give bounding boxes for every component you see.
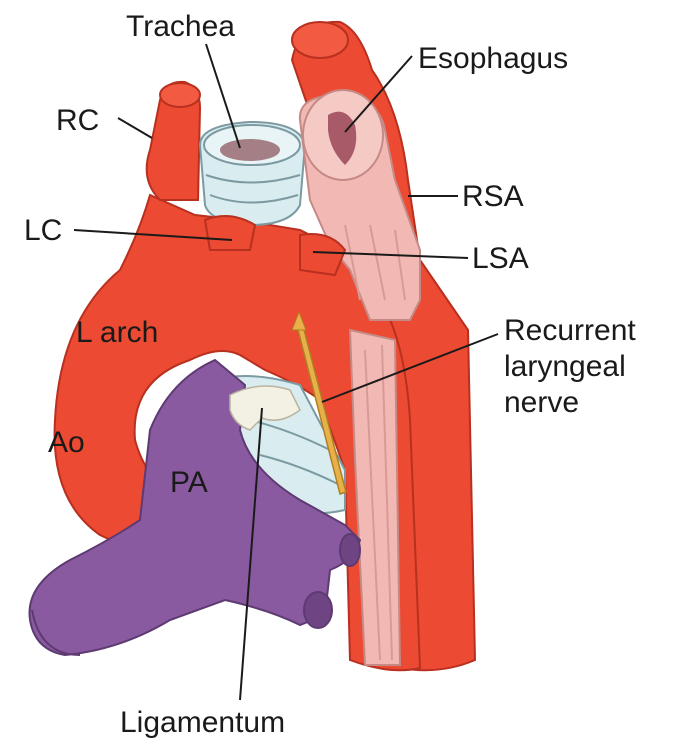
label-laryngeal: laryngeal <box>504 350 626 383</box>
label-recurrent: Recurrent <box>504 314 636 347</box>
label-rc: RC <box>56 104 99 137</box>
label-lsa: LSA <box>472 242 529 275</box>
label-pa: PA <box>170 466 208 499</box>
trachea <box>200 122 305 225</box>
right-subclavian-opening <box>292 22 348 58</box>
label-trachea: Trachea <box>126 10 235 43</box>
label-nerve: nerve <box>504 386 579 419</box>
label-l-arch: L arch <box>76 316 158 349</box>
left-carotid-artery <box>205 216 255 250</box>
label-rsa: RSA <box>462 180 524 213</box>
right-carotid-opening <box>160 83 200 107</box>
label-ao: Ao <box>48 426 85 459</box>
label-esophagus: Esophagus <box>418 42 568 75</box>
label-lc: LC <box>24 214 62 247</box>
label-ligamentum: Ligamentum <box>120 706 285 739</box>
